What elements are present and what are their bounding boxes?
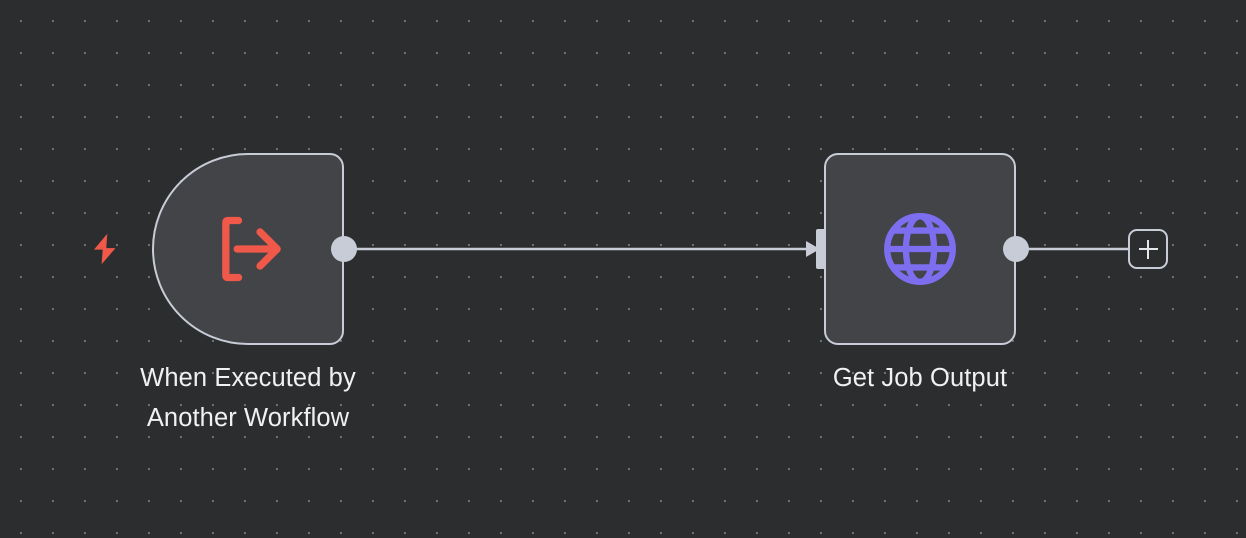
globe-icon	[884, 213, 956, 285]
action-output-connector[interactable]	[1003, 236, 1029, 262]
plus-icon	[1138, 239, 1158, 259]
node-when-executed-by-another-workflow[interactable]	[152, 153, 344, 345]
node-get-job-output[interactable]	[824, 153, 1016, 345]
node-label-action: Get Job Output	[832, 364, 1008, 392]
trigger-output-connector[interactable]	[331, 236, 357, 262]
lightning-bolt-icon	[93, 233, 116, 265]
node-label-trigger: When Executed by Another Workflow	[140, 364, 356, 432]
add-node-button[interactable]	[1128, 229, 1168, 269]
execute-workflow-icon	[222, 216, 281, 282]
